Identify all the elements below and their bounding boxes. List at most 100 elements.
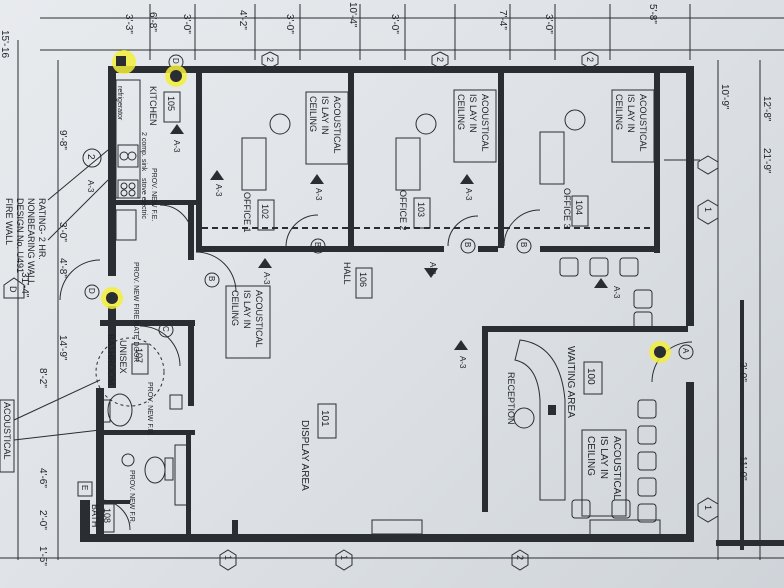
kitchen-prov-fe: PROV. NEW F.E. <box>150 168 157 221</box>
ceiling-note-1-l2: IS LAY IN <box>320 96 330 135</box>
reception-name: RECEPTION <box>506 372 516 425</box>
ceiling-note-2-l2: IS LAY IN <box>468 94 478 133</box>
fire-wall-note: FIRE WALL DESIGN No. U491 NONBEARING WAL… <box>4 198 47 285</box>
ceiling-note-2-l1: CEILING <box>456 94 466 130</box>
ceiling-note-1-l3: ACOUSTICAL <box>332 96 342 154</box>
reception-computer-icon <box>548 405 556 415</box>
toilet-icon <box>107 393 133 427</box>
bottom-grid-tags: 1 1 2 <box>219 549 529 571</box>
ceiling-note-office1: CEILING IS LAY IN ACOUSTICAL <box>308 96 342 154</box>
office3-number: 104 <box>574 200 584 215</box>
section-tag-left: A-3 <box>86 180 95 193</box>
fire-safety-highlights <box>101 50 671 363</box>
dim-right-1: 21'-9" <box>761 148 772 174</box>
ceiling-note-1-l1: CEILING <box>308 96 318 132</box>
acoustical-left-label: ACOUSTICAL <box>2 402 12 460</box>
section-tag-1: A-3 <box>172 140 181 153</box>
fire-alarm-icon-1 <box>170 70 182 82</box>
waiting-chairs <box>559 257 657 523</box>
display-number: 101 <box>319 410 330 427</box>
ceiling-note-office3: CEILING IS LAY IN ACOUSTICAL <box>614 94 648 152</box>
lavatory-icon <box>121 453 135 467</box>
ceiling-note-3-l2: IS LAY IN <box>626 94 636 133</box>
door-tag-2: D <box>87 288 96 294</box>
section-marker-left <box>82 148 102 168</box>
section-markers: A-3 A-3 A-3 A-3 A-3 A-3 A-3 A-3 <box>170 124 621 369</box>
ceiling-note-boxes <box>225 89 655 517</box>
grid-tag-left <box>3 277 25 299</box>
office2-name: OFFICE 2 <box>398 190 408 231</box>
dim-top-1: 6'-8" <box>147 12 158 32</box>
fire-wall-line-2: DESIGN No. U491 <box>15 198 25 273</box>
grab-bar-icon <box>169 394 183 410</box>
reception-desk <box>514 339 566 501</box>
prov-fire-rate-door: PROV. NEW FIRE RATE DOOR <box>132 262 139 362</box>
bathroom-name-2: UNISEX <box>118 340 128 374</box>
fire-wall-leader-2 <box>47 179 109 241</box>
kitchen-sink: 2 comp. sink <box>140 132 147 172</box>
section-tag-5: A-3 <box>428 262 437 275</box>
dim-top-3: 4'-2" <box>237 10 248 30</box>
section-tag-3: A-3 <box>464 188 473 201</box>
dim-right-3: 3'-0" <box>737 362 748 382</box>
kitchen-stove: stove electric <box>140 178 147 219</box>
dim-left-8: 4'-6" <box>37 468 48 488</box>
ceiling-note-2-l3: ACOUSTICAL <box>480 94 490 152</box>
hall-number: 106 <box>358 272 368 287</box>
dim-left-2: 9'-8" <box>57 130 68 150</box>
door-tag-6: B <box>207 276 216 281</box>
grid-tag-right-2: 1 <box>703 505 713 510</box>
office3-name: OFFICE 3 <box>562 188 572 229</box>
office2-number: 103 <box>416 202 426 217</box>
dim-top-4: 3'-0" <box>284 14 295 34</box>
dim-left-3: 3'-0" <box>57 222 68 242</box>
door-tag-3: B <box>313 242 322 247</box>
ceiling-note-4-l1: CEILING <box>230 290 240 326</box>
door-tag-8: C <box>161 326 170 332</box>
kitchen-refrigerator: refrigerator <box>116 86 123 121</box>
grid-tag-left-label: D <box>8 286 18 293</box>
dim-left-6: 14'-9" <box>57 335 68 361</box>
office-desks <box>241 131 565 191</box>
bathroom-name-1: BATHROOM <box>106 334 116 385</box>
toilet-2-icon <box>144 456 166 484</box>
fire-wall-line-4: RATING- 2 HR. <box>37 198 47 260</box>
room-labels: OFFICE 1 102 OFFICE 2 103 OFFICE 3 104 K… <box>90 86 603 533</box>
kitchen-fixtures <box>115 79 141 241</box>
section-tag-6: A-3 <box>612 286 621 299</box>
door-tag-1: D <box>171 58 180 64</box>
office-chair-icons <box>269 109 586 429</box>
section-number: 2 <box>85 154 96 160</box>
acoustical-leader <box>13 379 101 421</box>
dim-top-0: 3'-3" <box>123 14 134 34</box>
fire-wall-line-1: FIRE WALL <box>4 198 14 245</box>
ceiling-note-5-l2: IS LAY IN <box>598 436 609 479</box>
dim-right-2: 12'-8" <box>761 96 772 122</box>
door-tag-9: E <box>80 485 89 490</box>
dim-left-0: 15'- <box>0 30 10 46</box>
dim-right-0: 10'-9" <box>719 84 730 110</box>
right-dimension-labels: 10'-9" 21'-9" 12'-8" 3'-0" 11'-0" <box>719 84 772 481</box>
ceiling-note-4-l2: IS LAY IN <box>242 290 252 329</box>
stove-icon <box>117 179 139 199</box>
prov-new-fr-2: PROV. NEW F.R. <box>128 470 135 524</box>
ceiling-note-3-l1: CEILING <box>614 94 624 130</box>
dim-top-2: 3'-0" <box>181 14 192 34</box>
reception-chair-icon <box>513 407 535 429</box>
dim-top-7: 7'-4" <box>497 10 508 30</box>
ceiling-note-5-l3: ACOUSTICAL <box>611 436 622 500</box>
bathroom-fixtures <box>95 337 188 506</box>
fire-extinguisher-icon <box>116 56 126 66</box>
top-dimension-ticks <box>149 4 691 60</box>
grid-tag-top-1: 2 <box>265 57 275 62</box>
acoustical-leader-2 <box>13 429 101 441</box>
dim-top-8: 3'-0" <box>543 14 554 34</box>
prov-new-fr: PROV. NEW F.R. <box>146 382 153 436</box>
door-swings <box>59 204 693 531</box>
section-tag-8: A-3 <box>214 184 223 197</box>
display-name: DISPLAY AREA <box>299 420 310 491</box>
kitchen-number: 105 <box>166 96 176 111</box>
bath-number: 108 <box>102 508 112 523</box>
